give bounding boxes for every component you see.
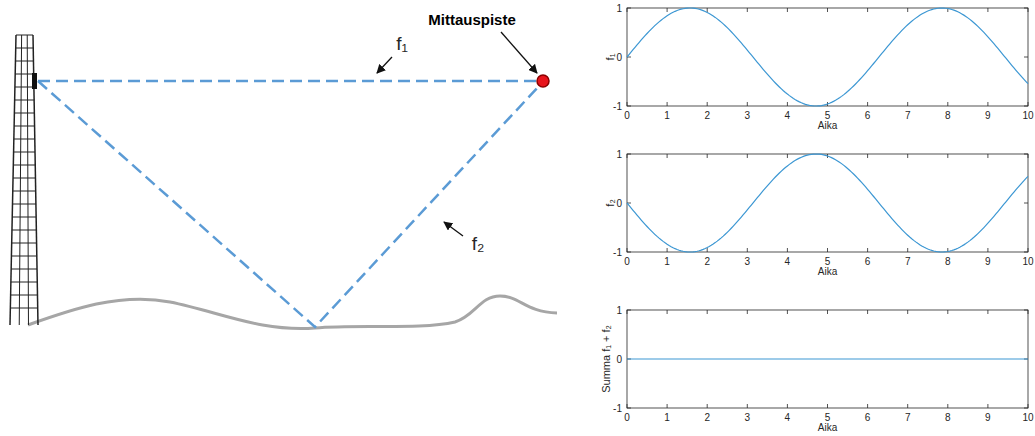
tick-label: 2 [704, 256, 710, 267]
tick-label: 5 [825, 110, 831, 121]
plot-axes [627, 310, 1028, 408]
tick-label: 6 [865, 412, 871, 423]
leader-arrows [377, 32, 537, 236]
tick-label: 0 [624, 110, 630, 121]
signal-curve [627, 358, 1028, 359]
tick-label: 0 [616, 354, 622, 365]
tick-label: 1 [664, 256, 670, 267]
plots [627, 8, 1028, 408]
tick-label: 7 [905, 110, 911, 121]
tick-label: 1 [664, 110, 670, 121]
signal-curve [627, 154, 1028, 252]
tick-label: 9 [985, 110, 991, 121]
tick-label: -1 [613, 101, 622, 112]
signal-name: f₁ [396, 34, 408, 55]
tick-label: 7 [905, 412, 911, 423]
plot-axes [627, 8, 1028, 106]
radio-tower [10, 35, 38, 325]
tick-label: 10 [1022, 256, 1033, 267]
axis-label: Aika [818, 120, 837, 131]
tick-label: 8 [945, 412, 951, 423]
tick-label: 0 [616, 52, 622, 63]
axis-label: f₁ [604, 54, 616, 61]
axis-label: f₂ [604, 199, 616, 206]
tick-label: 9 [985, 256, 991, 267]
axis-label: Summa f₁ + f₂ [600, 325, 612, 393]
tick-label: 0 [624, 256, 630, 267]
signal-name: f₂ [472, 234, 485, 255]
tick-label: 8 [945, 256, 951, 267]
antenna [32, 73, 37, 89]
tick-label: 2 [704, 412, 710, 423]
signal-curve [627, 8, 1028, 106]
callout-label: Mittauspiste [428, 12, 516, 29]
tick-label: 4 [785, 110, 791, 121]
plot-axes [627, 154, 1028, 252]
tick-label: 10 [1022, 412, 1033, 423]
tick-label: 7 [905, 256, 911, 267]
tick-label: 10 [1022, 110, 1033, 121]
tick-label: 5 [825, 256, 831, 267]
tick-label: -1 [613, 403, 622, 414]
tick-label: 4 [785, 256, 791, 267]
signal-paths [38, 81, 539, 327]
tick-label: 9 [985, 412, 991, 423]
tick-label: 1 [664, 412, 670, 423]
tick-label: 5 [825, 412, 831, 423]
tick-label: 4 [785, 412, 791, 423]
tick-label: 0 [616, 198, 622, 209]
tick-label: 6 [865, 110, 871, 121]
tick-label: 1 [616, 3, 622, 14]
tick-label: 0 [624, 412, 630, 423]
tick-label: 8 [945, 110, 951, 121]
ground-line [28, 296, 557, 329]
tick-label: 3 [745, 412, 751, 423]
tick-label: 2 [704, 110, 710, 121]
axis-label: Aika [818, 266, 837, 277]
tick-label: 3 [745, 110, 751, 121]
measurement-point [537, 75, 549, 87]
tick-label: 6 [865, 256, 871, 267]
axis-label: Aika [818, 422, 837, 433]
tick-label: 3 [745, 256, 751, 267]
tick-label: 1 [616, 149, 622, 160]
tick-label: -1 [613, 247, 622, 258]
tick-label: 1 [616, 305, 622, 316]
